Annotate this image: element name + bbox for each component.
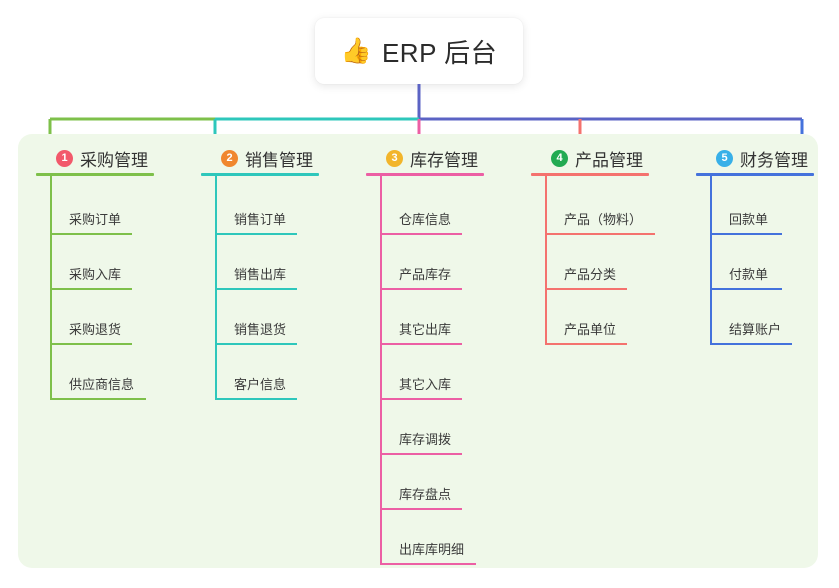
leaf-item-rule xyxy=(50,343,132,345)
leaf-item-label: 采购退货 xyxy=(69,322,122,337)
leaf-item[interactable]: 库存盘点 xyxy=(380,470,462,510)
column-title-1: 采购管理 xyxy=(80,150,148,170)
leaf-item-label: 产品（物料） xyxy=(564,212,643,227)
leaf-item[interactable]: 采购入库 xyxy=(50,250,132,290)
leaf-item-rule xyxy=(215,288,297,290)
leaf-item-rule xyxy=(710,288,782,290)
leaf-item-label: 其它入库 xyxy=(399,377,452,392)
column-badge-5: 5 xyxy=(716,149,733,167)
column-badge-1: 1 xyxy=(56,149,73,167)
column-spine-5 xyxy=(710,176,712,345)
leaf-item-label: 产品单位 xyxy=(564,322,617,337)
column-5: 5 财务管理回款单付款单结算账户 xyxy=(696,143,814,345)
leaf-item-label: 回款单 xyxy=(729,212,769,227)
leaf-item-label: 采购订单 xyxy=(69,212,122,227)
column-1: 1 采购管理采购订单采购入库采购退货供应商信息 xyxy=(36,143,154,400)
leaf-item[interactable]: 回款单 xyxy=(710,195,782,235)
leaf-item[interactable]: 产品库存 xyxy=(380,250,462,290)
leaf-item[interactable]: 出库库明细 xyxy=(380,525,476,565)
leaf-item-rule xyxy=(545,288,627,290)
leaf-item-label: 付款单 xyxy=(729,267,769,282)
column-spine-3 xyxy=(380,176,382,565)
column-header-4[interactable]: 4 产品管理 xyxy=(531,143,643,173)
leaf-item-rule xyxy=(215,233,297,235)
leaf-item[interactable]: 付款单 xyxy=(710,250,782,290)
leaf-item[interactable]: 采购订单 xyxy=(50,195,132,235)
column-title-4: 产品管理 xyxy=(575,150,643,170)
leaf-item-rule xyxy=(50,288,132,290)
column-header-rule-5 xyxy=(696,173,814,176)
leaf-item-label: 其它出库 xyxy=(399,322,452,337)
column-badge-2: 2 xyxy=(221,149,238,167)
leaf-item[interactable]: 其它出库 xyxy=(380,305,462,345)
column-header-rule-4 xyxy=(531,173,649,176)
column-header-5[interactable]: 5 财务管理 xyxy=(696,143,808,173)
leaf-item[interactable]: 其它入库 xyxy=(380,360,462,400)
leaf-item-rule xyxy=(50,233,132,235)
leaf-item-rule xyxy=(50,398,146,400)
leaf-item[interactable]: 产品（物料） xyxy=(545,195,655,235)
leaf-item-rule xyxy=(710,343,792,345)
leaf-item-label: 销售出库 xyxy=(234,267,287,282)
column-badge-4: 4 xyxy=(551,149,568,167)
leaf-item-label: 采购入库 xyxy=(69,267,122,282)
leaf-item-label: 出库库明细 xyxy=(399,542,465,557)
leaf-item[interactable]: 销售订单 xyxy=(215,195,297,235)
leaf-item[interactable]: 产品单位 xyxy=(545,305,627,345)
column-2: 2 销售管理销售订单销售出库销售退货客户信息 xyxy=(201,143,319,400)
page-title: ERP 后台 xyxy=(381,37,498,68)
leaf-item-label: 仓库信息 xyxy=(399,212,452,227)
leaf-item-label: 产品库存 xyxy=(399,267,452,282)
leaf-item[interactable]: 采购退货 xyxy=(50,305,132,345)
leaf-item[interactable]: 产品分类 xyxy=(545,250,627,290)
column-header-1[interactable]: 1 采购管理 xyxy=(36,143,148,173)
column-title-3: 库存管理 xyxy=(410,150,478,170)
leaf-item[interactable]: 客户信息 xyxy=(215,360,297,400)
leaf-item-rule xyxy=(215,398,297,400)
leaf-item-rule xyxy=(545,343,627,345)
thumbs-up-icon: 👍 xyxy=(340,36,372,65)
column-spine-4 xyxy=(545,176,547,345)
leaf-item-label: 库存调拨 xyxy=(399,432,452,447)
leaf-item-label: 库存盘点 xyxy=(399,487,452,502)
leaf-item-label: 客户信息 xyxy=(234,377,287,392)
leaf-item-label: 销售订单 xyxy=(234,212,287,227)
leaf-item-rule xyxy=(380,398,462,400)
diagram-panel xyxy=(18,134,818,568)
leaf-item[interactable]: 销售退货 xyxy=(215,305,297,345)
column-header-2[interactable]: 2 销售管理 xyxy=(201,143,313,173)
leaf-item-label: 结算账户 xyxy=(729,322,782,337)
leaf-item[interactable]: 结算账户 xyxy=(710,305,792,345)
column-title-2: 销售管理 xyxy=(245,150,313,170)
leaf-item-rule xyxy=(380,343,462,345)
column-header-rule-1 xyxy=(36,173,154,176)
root-title-card: 👍 ERP 后台 xyxy=(315,18,523,84)
column-badge-3: 3 xyxy=(386,149,403,167)
leaf-item[interactable]: 仓库信息 xyxy=(380,195,462,235)
leaf-item-rule xyxy=(215,343,297,345)
column-header-3[interactable]: 3 库存管理 xyxy=(366,143,478,173)
leaf-item-rule xyxy=(380,453,462,455)
column-header-rule-2 xyxy=(201,173,319,176)
leaf-item-rule xyxy=(380,508,462,510)
leaf-item[interactable]: 库存调拨 xyxy=(380,415,462,455)
leaf-item-rule xyxy=(710,233,782,235)
leaf-item-label: 供应商信息 xyxy=(69,377,135,392)
leaf-item[interactable]: 供应商信息 xyxy=(50,360,146,400)
leaf-item-rule xyxy=(545,233,655,235)
leaf-item-rule xyxy=(380,288,462,290)
column-header-rule-3 xyxy=(366,173,484,176)
leaf-item[interactable]: 销售出库 xyxy=(215,250,297,290)
leaf-item-rule xyxy=(380,563,476,565)
column-title-5: 财务管理 xyxy=(740,150,808,170)
column-4: 4 产品管理产品（物料） 产品分类产品单位 xyxy=(531,143,655,345)
leaf-item-rule xyxy=(380,233,462,235)
leaf-item-label: 销售退货 xyxy=(234,322,287,337)
column-3: 3 库存管理仓库信息产品库存其它出库其它入库库存调拨库存盘点出库库明细 xyxy=(366,143,484,565)
leaf-item-label: 产品分类 xyxy=(564,267,617,282)
